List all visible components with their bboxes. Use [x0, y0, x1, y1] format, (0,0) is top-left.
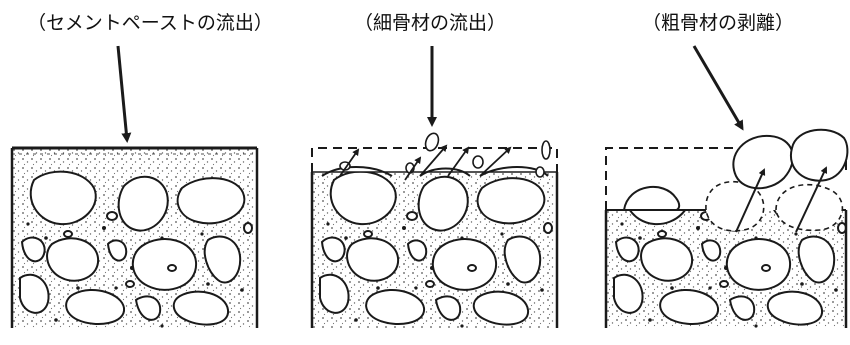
panel-coarse-aggregate-peeling	[604, 148, 848, 328]
detached-coarse-aggregates	[732, 128, 849, 190]
caption-coarse-aggregate-peeling: （粗骨材の剥離）	[641, 12, 795, 34]
panel-fine-aggregate-outflow	[310, 148, 559, 328]
caption-fine-aggregate-outflow: （細骨材の流出）	[353, 12, 507, 34]
coarse-aggregate-arrows	[735, 166, 828, 233]
caption-cement-paste-outflow: （セメントペーストの流出）	[27, 12, 273, 34]
panel-cement-paste-outflow	[10, 146, 259, 328]
arrow-coarse-aggregate	[692, 45, 744, 131]
arrow-cement-paste	[116, 45, 132, 143]
fine-aggregate-arrows	[339, 144, 512, 181]
